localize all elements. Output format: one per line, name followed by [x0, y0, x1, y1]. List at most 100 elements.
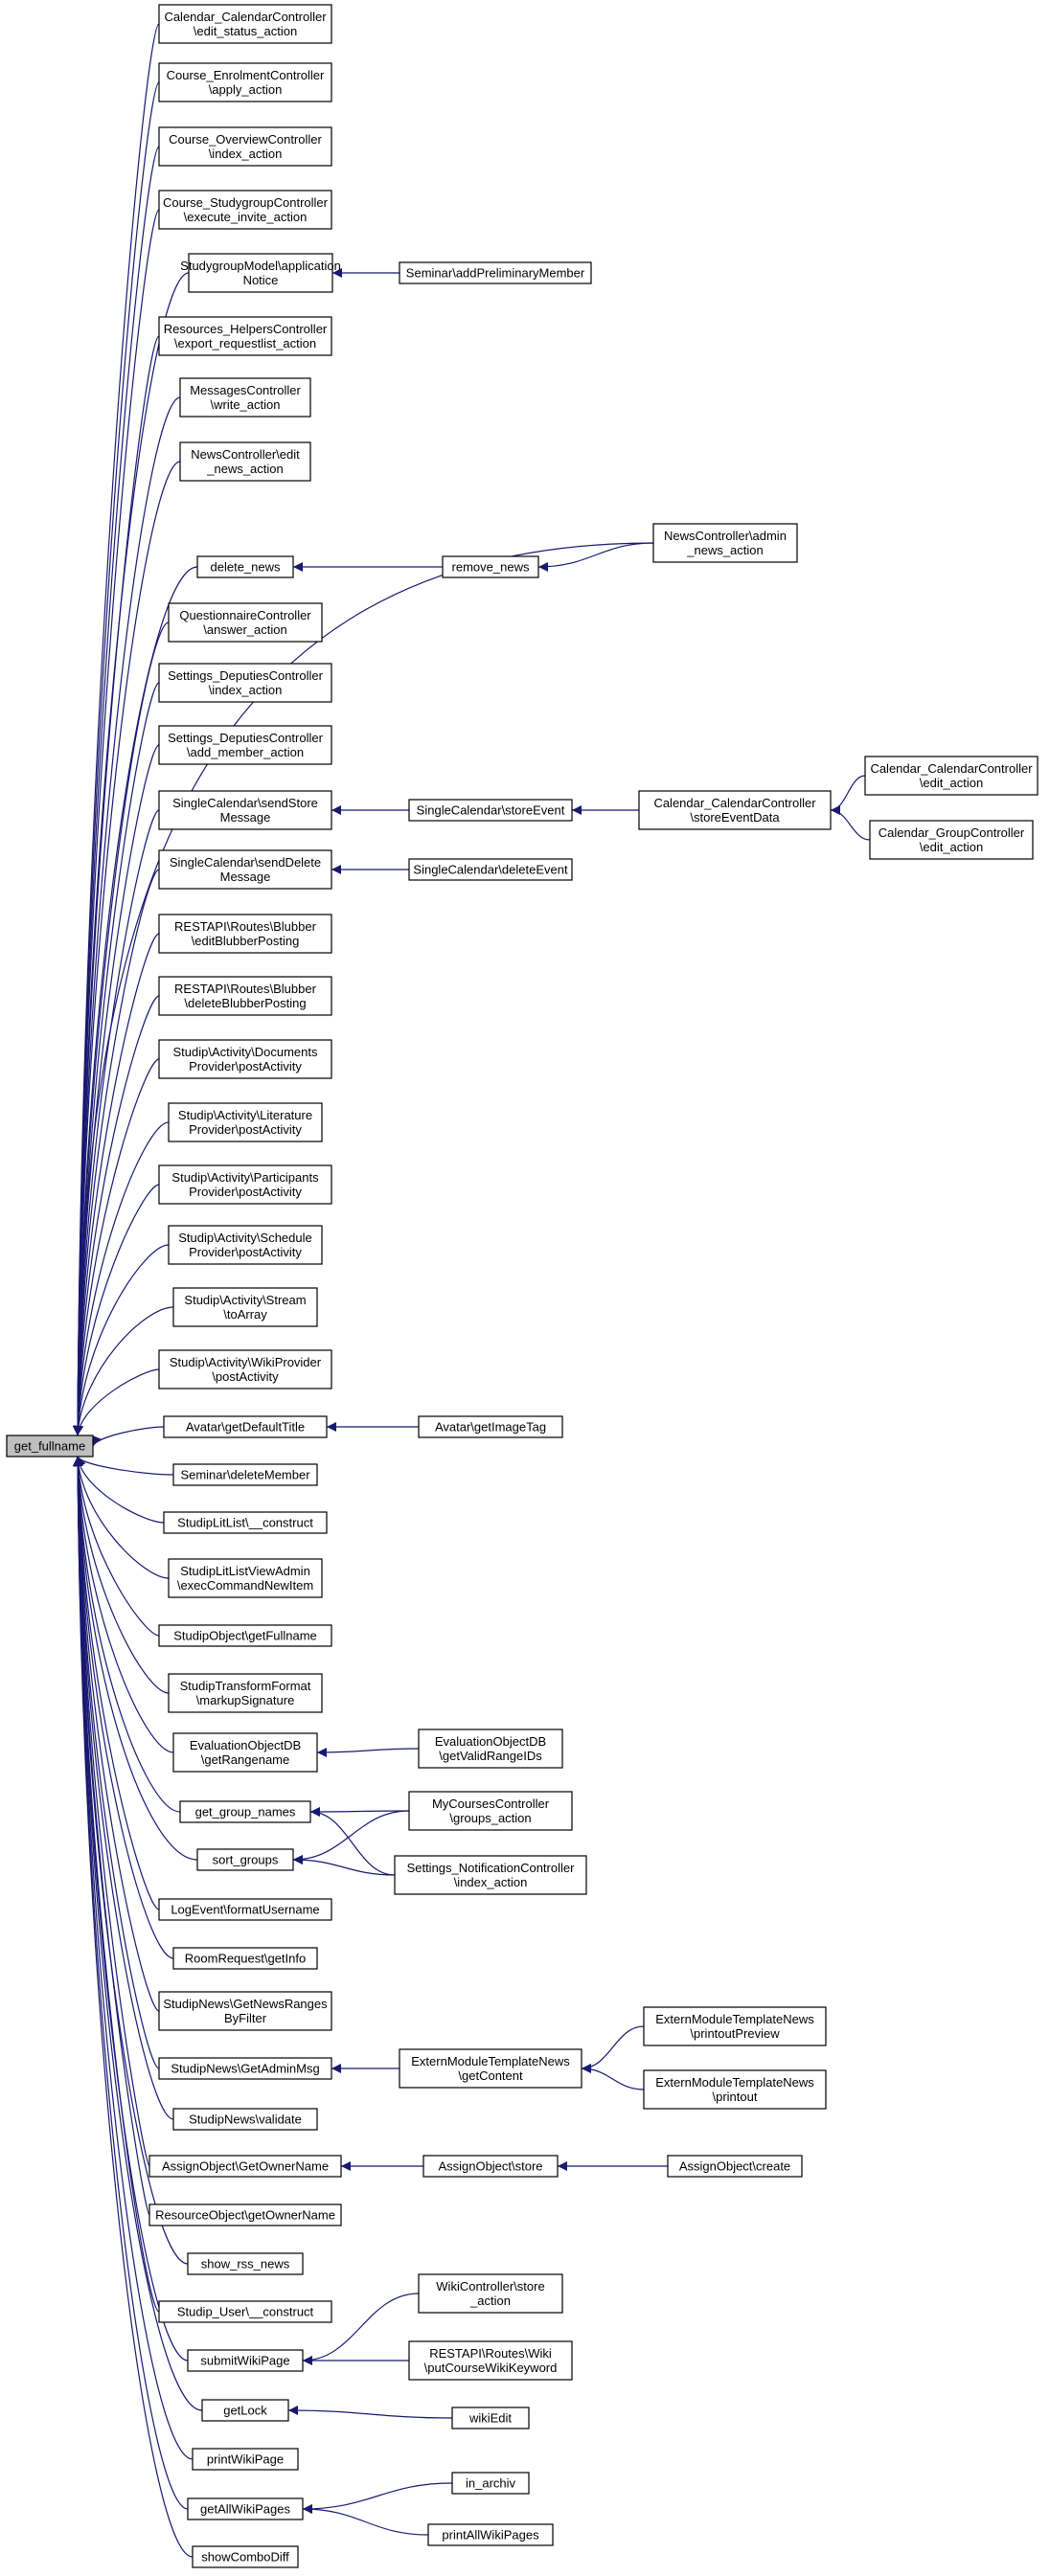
node-label: _news_action: [206, 462, 284, 476]
graph-node-n11[interactable]: delete_news: [196, 555, 294, 578]
node-label: \getContent: [458, 2068, 523, 2083]
graph-node-n23[interactable]: RESTAPI\Routes\Blubber\editBlubberPostin…: [158, 914, 332, 954]
graph-node-n36[interactable]: StudipObject\getFullname: [158, 1624, 332, 1647]
graph-node-n1[interactable]: Calendar_CalendarController\edit_status_…: [158, 4, 332, 44]
edge-n24-to-n0: [73, 995, 160, 1436]
graph-node-n2[interactable]: Course_EnrolmentController\apply_action: [158, 62, 332, 102]
graph-node-n66[interactable]: printAllWikiPages: [427, 2523, 554, 2546]
graph-node-n3[interactable]: Course_OverviewController\index_action: [158, 126, 332, 167]
graph-node-n52[interactable]: AssignObject\GetOwnerName: [148, 2155, 342, 2178]
edge-n37-to-n0: [73, 1456, 170, 1694]
graph-node-n32[interactable]: Avatar\getImageTag: [418, 1415, 563, 1438]
node-label: \edit_action: [920, 776, 984, 790]
graph-node-n10[interactable]: NewsController\admin_news_action: [652, 523, 798, 563]
graph-node-n43[interactable]: Settings_NotificationController\index_ac…: [394, 1855, 587, 1895]
graph-node-n64[interactable]: getAllWikiPages: [187, 2497, 304, 2520]
graph-node-n41[interactable]: MyCoursesController\groups_action: [408, 1791, 573, 1831]
graph-node-n47[interactable]: StudipNews\GetAdminMsg: [158, 2057, 332, 2080]
graph-node-n28[interactable]: Studip\Activity\ScheduleProvider\postAct…: [168, 1225, 323, 1265]
graph-node-n51[interactable]: StudipNews\validate: [172, 2108, 318, 2131]
node-label: getAllWikiPages: [200, 2502, 290, 2517]
graph-node-n33[interactable]: Seminar\deleteMember: [172, 1463, 318, 1486]
graph-node-n65[interactable]: in_archiv: [451, 2472, 530, 2495]
graph-node-n50[interactable]: ExternModuleTemplateNews\printout: [643, 2069, 827, 2110]
graph-node-n31[interactable]: Avatar\getDefaultTitle: [163, 1415, 328, 1438]
graph-node-n59[interactable]: WikiController\store_action: [418, 2273, 563, 2314]
node-box: [158, 316, 332, 356]
graph-node-n22[interactable]: SingleCalendar\deleteEvent: [408, 858, 573, 881]
graph-node-n26[interactable]: Studip\Activity\LiteratureProvider\postA…: [168, 1102, 323, 1142]
node-box: [179, 377, 311, 418]
node-box: [172, 1732, 318, 1773]
graph-node-n27[interactable]: Studip\Activity\ParticipantsProvider\pos…: [158, 1164, 332, 1205]
graph-node-n14[interactable]: Settings_DeputiesController\index_action: [158, 663, 332, 703]
graph-node-n58[interactable]: submitWikiPage: [187, 2349, 304, 2372]
node-box: [187, 2349, 304, 2372]
edge-n15-to-n0: [73, 744, 160, 1436]
node-label: \toArray: [223, 1307, 267, 1322]
node-label: StudipLitListViewAdmin: [180, 1564, 310, 1578]
graph-node-n42[interactable]: sort_groups: [196, 1848, 294, 1871]
graph-node-n8[interactable]: MessagesController\write_action: [179, 377, 311, 418]
graph-node-n44[interactable]: LogEvent\formatUsername: [158, 1898, 332, 1921]
graph-node-n45[interactable]: RoomRequest\getInfo: [172, 1947, 318, 1970]
node-label: Studip\Activity\Documents: [172, 1045, 318, 1059]
graph-node-n4[interactable]: Course_StudygroupController\execute_invi…: [158, 190, 332, 230]
graph-node-n48[interactable]: ExternModuleTemplateNews\getContent: [399, 2048, 582, 2089]
graph-node-n39[interactable]: EvaluationObjectDB\getValidRangeIDs: [418, 1729, 563, 1769]
graph-node-n12[interactable]: remove_news: [442, 555, 539, 578]
node-box: [172, 2108, 318, 2131]
node-box: [168, 1673, 323, 1713]
node-label: \getValidRangeIDs: [439, 1749, 542, 1763]
node-label: Course_EnrolmentController: [167, 68, 325, 82]
graph-node-n38[interactable]: EvaluationObjectDB\getRangename: [172, 1732, 318, 1773]
graph-node-n63[interactable]: printWikiPage: [192, 2448, 299, 2471]
graph-node-n25[interactable]: Studip\Activity\DocumentsProvider\postAc…: [158, 1039, 332, 1079]
node-label: \edit_action: [920, 840, 984, 854]
graph-node-n67[interactable]: showComboDiff: [192, 2545, 299, 2568]
node-label: SingleCalendar\deleteEvent: [413, 863, 568, 877]
graph-node-n19[interactable]: Calendar_CalendarController\edit_action: [864, 756, 1039, 796]
graph-node-n35[interactable]: StudipLitListViewAdmin\execCommandNewIte…: [168, 1558, 323, 1598]
graph-node-n0[interactable]: get_fullname: [6, 1435, 94, 1457]
graph-node-n15[interactable]: Settings_DeputiesController\add_member_a…: [158, 725, 332, 765]
edge-n34-to-n0: [74, 1456, 165, 1524]
graph-node-n17[interactable]: SingleCalendar\storeEvent: [408, 799, 573, 822]
graph-node-n20[interactable]: Calendar_GroupController\edit_action: [869, 820, 1034, 860]
node-label: StudipNews\validate: [189, 2113, 302, 2127]
graph-node-n7[interactable]: Resources_HelpersController\export_reque…: [158, 316, 332, 356]
graph-node-n24[interactable]: RESTAPI\Routes\Blubber\deleteBlubberPost…: [158, 976, 332, 1016]
graph-node-n62[interactable]: wikiEdit: [451, 2407, 530, 2429]
graph-node-n37[interactable]: StudipTransformFormat\markupSignature: [168, 1673, 323, 1713]
graph-node-n29[interactable]: Studip\Activity\Stream\toArray: [172, 1287, 318, 1327]
graph-node-n13[interactable]: QuestionnaireController\answer_action: [168, 602, 323, 643]
node-label: Studip\Activity\Stream: [184, 1293, 306, 1307]
graph-node-n55[interactable]: ResourceObject\getOwnerName: [148, 2203, 342, 2226]
graph-node-n60[interactable]: RESTAPI\Routes\Wiki\putCourseWikiKeyword: [408, 2340, 573, 2381]
node-label: Avatar\getImageTag: [435, 1420, 546, 1435]
node-label: SingleCalendar\sendStore: [172, 796, 318, 810]
graph-node-n57[interactable]: Studip_User\__construct: [158, 2300, 332, 2323]
graph-node-n56[interactable]: show_rss_news: [187, 2252, 304, 2275]
graph-node-n53[interactable]: AssignObject\store: [422, 2155, 559, 2178]
graph-node-n34[interactable]: StudipLitList\__construct: [163, 1511, 328, 1534]
node-label: Provider\postActivity: [189, 1185, 302, 1199]
edge-n51-to-n0: [73, 1456, 174, 2120]
node-box: [158, 2300, 332, 2323]
edge-n59-to-n58: [302, 2293, 420, 2365]
graph-node-n54[interactable]: AssignObject\create: [667, 2155, 803, 2178]
graph-node-n30[interactable]: Studip\Activity\WikiProvider\postActivit…: [158, 1349, 332, 1390]
graph-node-n40[interactable]: get_group_names: [179, 1800, 311, 1823]
graph-node-n9[interactable]: NewsController\edit_news_action: [179, 441, 311, 482]
graph-node-n6[interactable]: Seminar\addPreliminaryMember: [399, 261, 592, 284]
graph-node-n61[interactable]: getLock: [201, 2399, 289, 2422]
node-box: [158, 62, 332, 102]
node-label: \printout: [713, 2090, 758, 2104]
graph-node-n49[interactable]: ExternModuleTemplateNews\printoutPreview: [643, 2006, 827, 2046]
node-label: \index_action: [209, 147, 283, 161]
graph-node-n18[interactable]: Calendar_CalendarController\storeEventDa…: [638, 790, 832, 830]
